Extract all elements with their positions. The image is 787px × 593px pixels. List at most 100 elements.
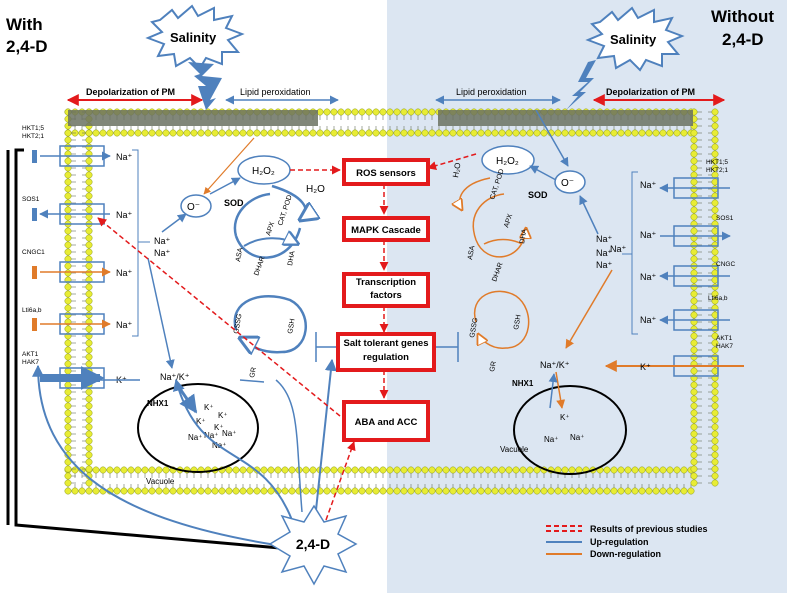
lipid-head [281,487,289,495]
lipid-head [85,157,93,165]
lipid-head [64,487,72,495]
lipid-head [302,466,310,474]
lipid-head [477,129,485,137]
salinity-label-right: Salinity [610,32,657,47]
h2o-right: H₂O [451,162,462,178]
lipid-head [267,129,275,137]
lipid-head [134,487,142,495]
lipid-head [85,311,93,319]
left-transporter-label-1b: HKT2;1 [22,133,44,140]
lipid-head [260,129,268,137]
vac-ion-l4: K⁺ [214,423,224,432]
lipid-head [561,487,569,495]
lipid-head [610,466,618,474]
lipid-head [470,466,478,474]
h2o2-right: H₂O₂ [496,156,519,167]
vac-ion-l2: K⁺ [218,411,228,420]
box-transcription-label: Transcription factors [355,277,417,301]
lipid-head [85,241,93,249]
lipid-head [690,241,698,249]
lipid-head [711,199,719,207]
lipid-head [711,458,719,466]
lipid-head [400,129,408,137]
lipid-head [85,199,93,207]
lipid-head [85,129,93,137]
lipid-head [316,129,324,137]
lipid-head [309,466,317,474]
lipid-head [379,466,387,474]
left-na-cluster-1: Na⁺ [154,236,171,246]
lipid-head [659,466,667,474]
lipid-head [64,157,72,165]
lipid-head [344,466,352,474]
lipid-head [690,143,698,151]
lipid-head [414,466,422,474]
lipid-head [568,129,576,137]
lipid-head [372,466,380,474]
right-na-cluster-4: Na⁺ [596,260,613,270]
right-ion-1: Na⁺ [640,180,657,190]
lipid-head [690,171,698,179]
lipid-head [106,466,114,474]
lipid-head [711,465,719,473]
lipid-head [652,487,660,495]
box-mapk-label: MAPK Cascade [351,225,421,236]
lipid-head [568,487,576,495]
lipid-head [176,487,184,495]
lipid-head [533,487,541,495]
lipid-label-right: Lipid peroxidation [456,87,527,97]
lipid-head [176,129,184,137]
lipid-head [141,129,149,137]
lipid-head [414,108,422,116]
lipid-head [711,269,719,277]
cycle-gssg-left: GSSG [233,313,243,334]
lipid-head [190,129,198,137]
lipid-head [631,129,639,137]
lipid-head [85,465,93,473]
lipid-head [711,388,719,396]
lipid-head [267,466,275,474]
salinity-burst-right: Salinity [566,6,685,110]
lipid-head [711,164,719,172]
lipid-head [690,283,698,291]
left-ion-2: Na⁺ [116,210,133,220]
lipid-head [540,487,548,495]
lipid-head [64,430,72,438]
right-ion-5: K⁺ [640,362,651,372]
lipid-head [85,283,93,291]
black-bracket-frame [14,148,281,550]
lipid-head [64,269,72,277]
lipid-head [491,487,499,495]
lipid-head [711,339,719,347]
lipid-head [197,129,205,137]
lipid-head [274,129,282,137]
lipid-head [680,129,688,137]
lipid-head [554,129,562,137]
right-transporter-label-4: Lti6a,b [708,295,728,302]
lipid-head [540,129,548,137]
lipid-head [711,353,719,361]
lipid-head [526,487,534,495]
lipid-head [690,227,698,235]
lipid-head [711,185,719,193]
lipid-head [407,108,415,116]
lipid-head [393,129,401,137]
lipid-head [337,108,345,116]
lipid-head [463,129,471,137]
h2o-left: H₂O [306,184,325,195]
lipid-head [85,388,93,396]
lipid-head [162,487,170,495]
lipid-head [85,262,93,270]
lipid-head [85,206,93,214]
lipid-head [71,487,79,495]
lipid-head [711,178,719,186]
lipid-head [155,129,163,137]
lipid-head [690,409,698,417]
vac-ion-l6: Na⁺ [204,431,218,440]
lipid-head [92,466,100,474]
lipid-head [183,487,191,495]
lipid-head [582,129,590,137]
right-internal: H₂O₂ O⁻ SOD H₂O CAT, POD APX ASA DHA DHA… [451,109,627,475]
lipid-head [162,129,170,137]
